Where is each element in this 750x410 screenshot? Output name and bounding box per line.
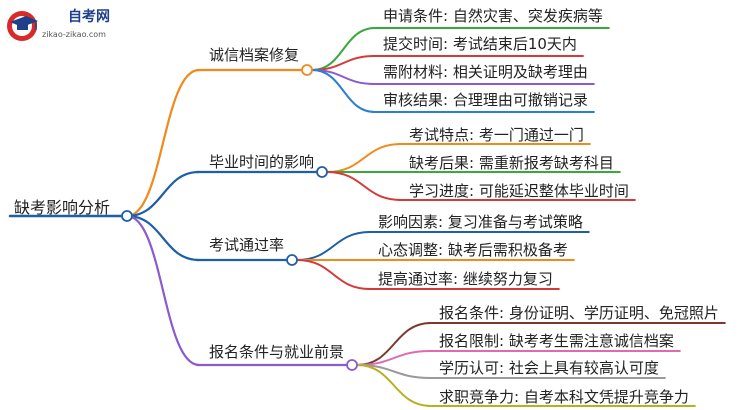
branch-label-graduation-time[interactable]: 毕业时间的影响: [209, 153, 315, 171]
leaf-label[interactable]: 学历认可: 社会上具有较高认可度: [439, 359, 659, 377]
leaf-connector: [296, 259, 371, 290]
site-logo[interactable]: 自考网 zikao-zikao.com: [4, 6, 144, 46]
branch-label-pass-rate[interactable]: 考试通过率: [209, 236, 285, 254]
branch-label-integrity-record[interactable]: 诚信档案修复: [209, 46, 300, 64]
branch-node-dot[interactable]: [346, 359, 358, 371]
leaf-connector: [356, 364, 432, 407]
leaf-label[interactable]: 缺考后果: 需重新报考缺考科目: [409, 154, 614, 172]
leaf-label[interactable]: 影响因素: 复习准备与考试策略: [378, 213, 583, 231]
logo-subtitle: zikao-zikao.com: [42, 30, 106, 39]
leaf-label[interactable]: 申请条件: 自然灾害、突发疾病等: [383, 7, 603, 25]
leaf-label[interactable]: 考试特点: 考一门通过一门: [409, 126, 584, 144]
leaf-connector: [326, 171, 402, 201]
underline-layer: [8, 27, 726, 407]
logo-title: 自考网: [68, 9, 110, 25]
edge-layer: [125, 27, 432, 407]
leaf-label[interactable]: 审核结果: 合理理由可撤销记录: [383, 91, 588, 109]
leaf-label[interactable]: 学习进度: 可能延迟整体毕业时间: [409, 182, 629, 200]
graduation-cap-icon: [7, 11, 38, 41]
node-layer: [121, 64, 358, 371]
leaf-connector: [326, 143, 402, 173]
root-node-label[interactable]: 缺考影响分析: [14, 198, 111, 217]
leaf-label[interactable]: 提高通过率: 继续努力复习: [378, 270, 553, 288]
leaf-label[interactable]: 心态调整: 缺考后需积极备考: [378, 241, 568, 259]
branch-connector: [125, 214, 201, 367]
leaf-connector: [296, 231, 371, 261]
branch-connector: [125, 68, 201, 218]
leaf-label[interactable]: 需附材料: 相关证明及缺考理由: [383, 63, 588, 81]
leaf-label[interactable]: 报名条件: 身份证明、学历证明、免冠照片: [439, 304, 719, 322]
branch-node-dot[interactable]: [286, 254, 298, 266]
branch-connector: [125, 170, 201, 218]
leaf-label[interactable]: 提交时间: 考试结束后10天内: [383, 35, 577, 53]
branch-label-registration-employment[interactable]: 报名条件与就业前景: [209, 343, 345, 361]
root-node-dot[interactable]: [121, 210, 133, 222]
leaf-connector: [311, 69, 376, 113]
branch-node-dot[interactable]: [316, 166, 328, 178]
leaf-label[interactable]: 求职竞争力: 自考本科文凭提升竞争力: [439, 388, 689, 406]
branch-node-dot[interactable]: [301, 64, 313, 76]
leaf-label[interactable]: 报名限制: 缺考考生需注意诚信档案: [439, 332, 674, 350]
branch-connector: [125, 214, 201, 262]
